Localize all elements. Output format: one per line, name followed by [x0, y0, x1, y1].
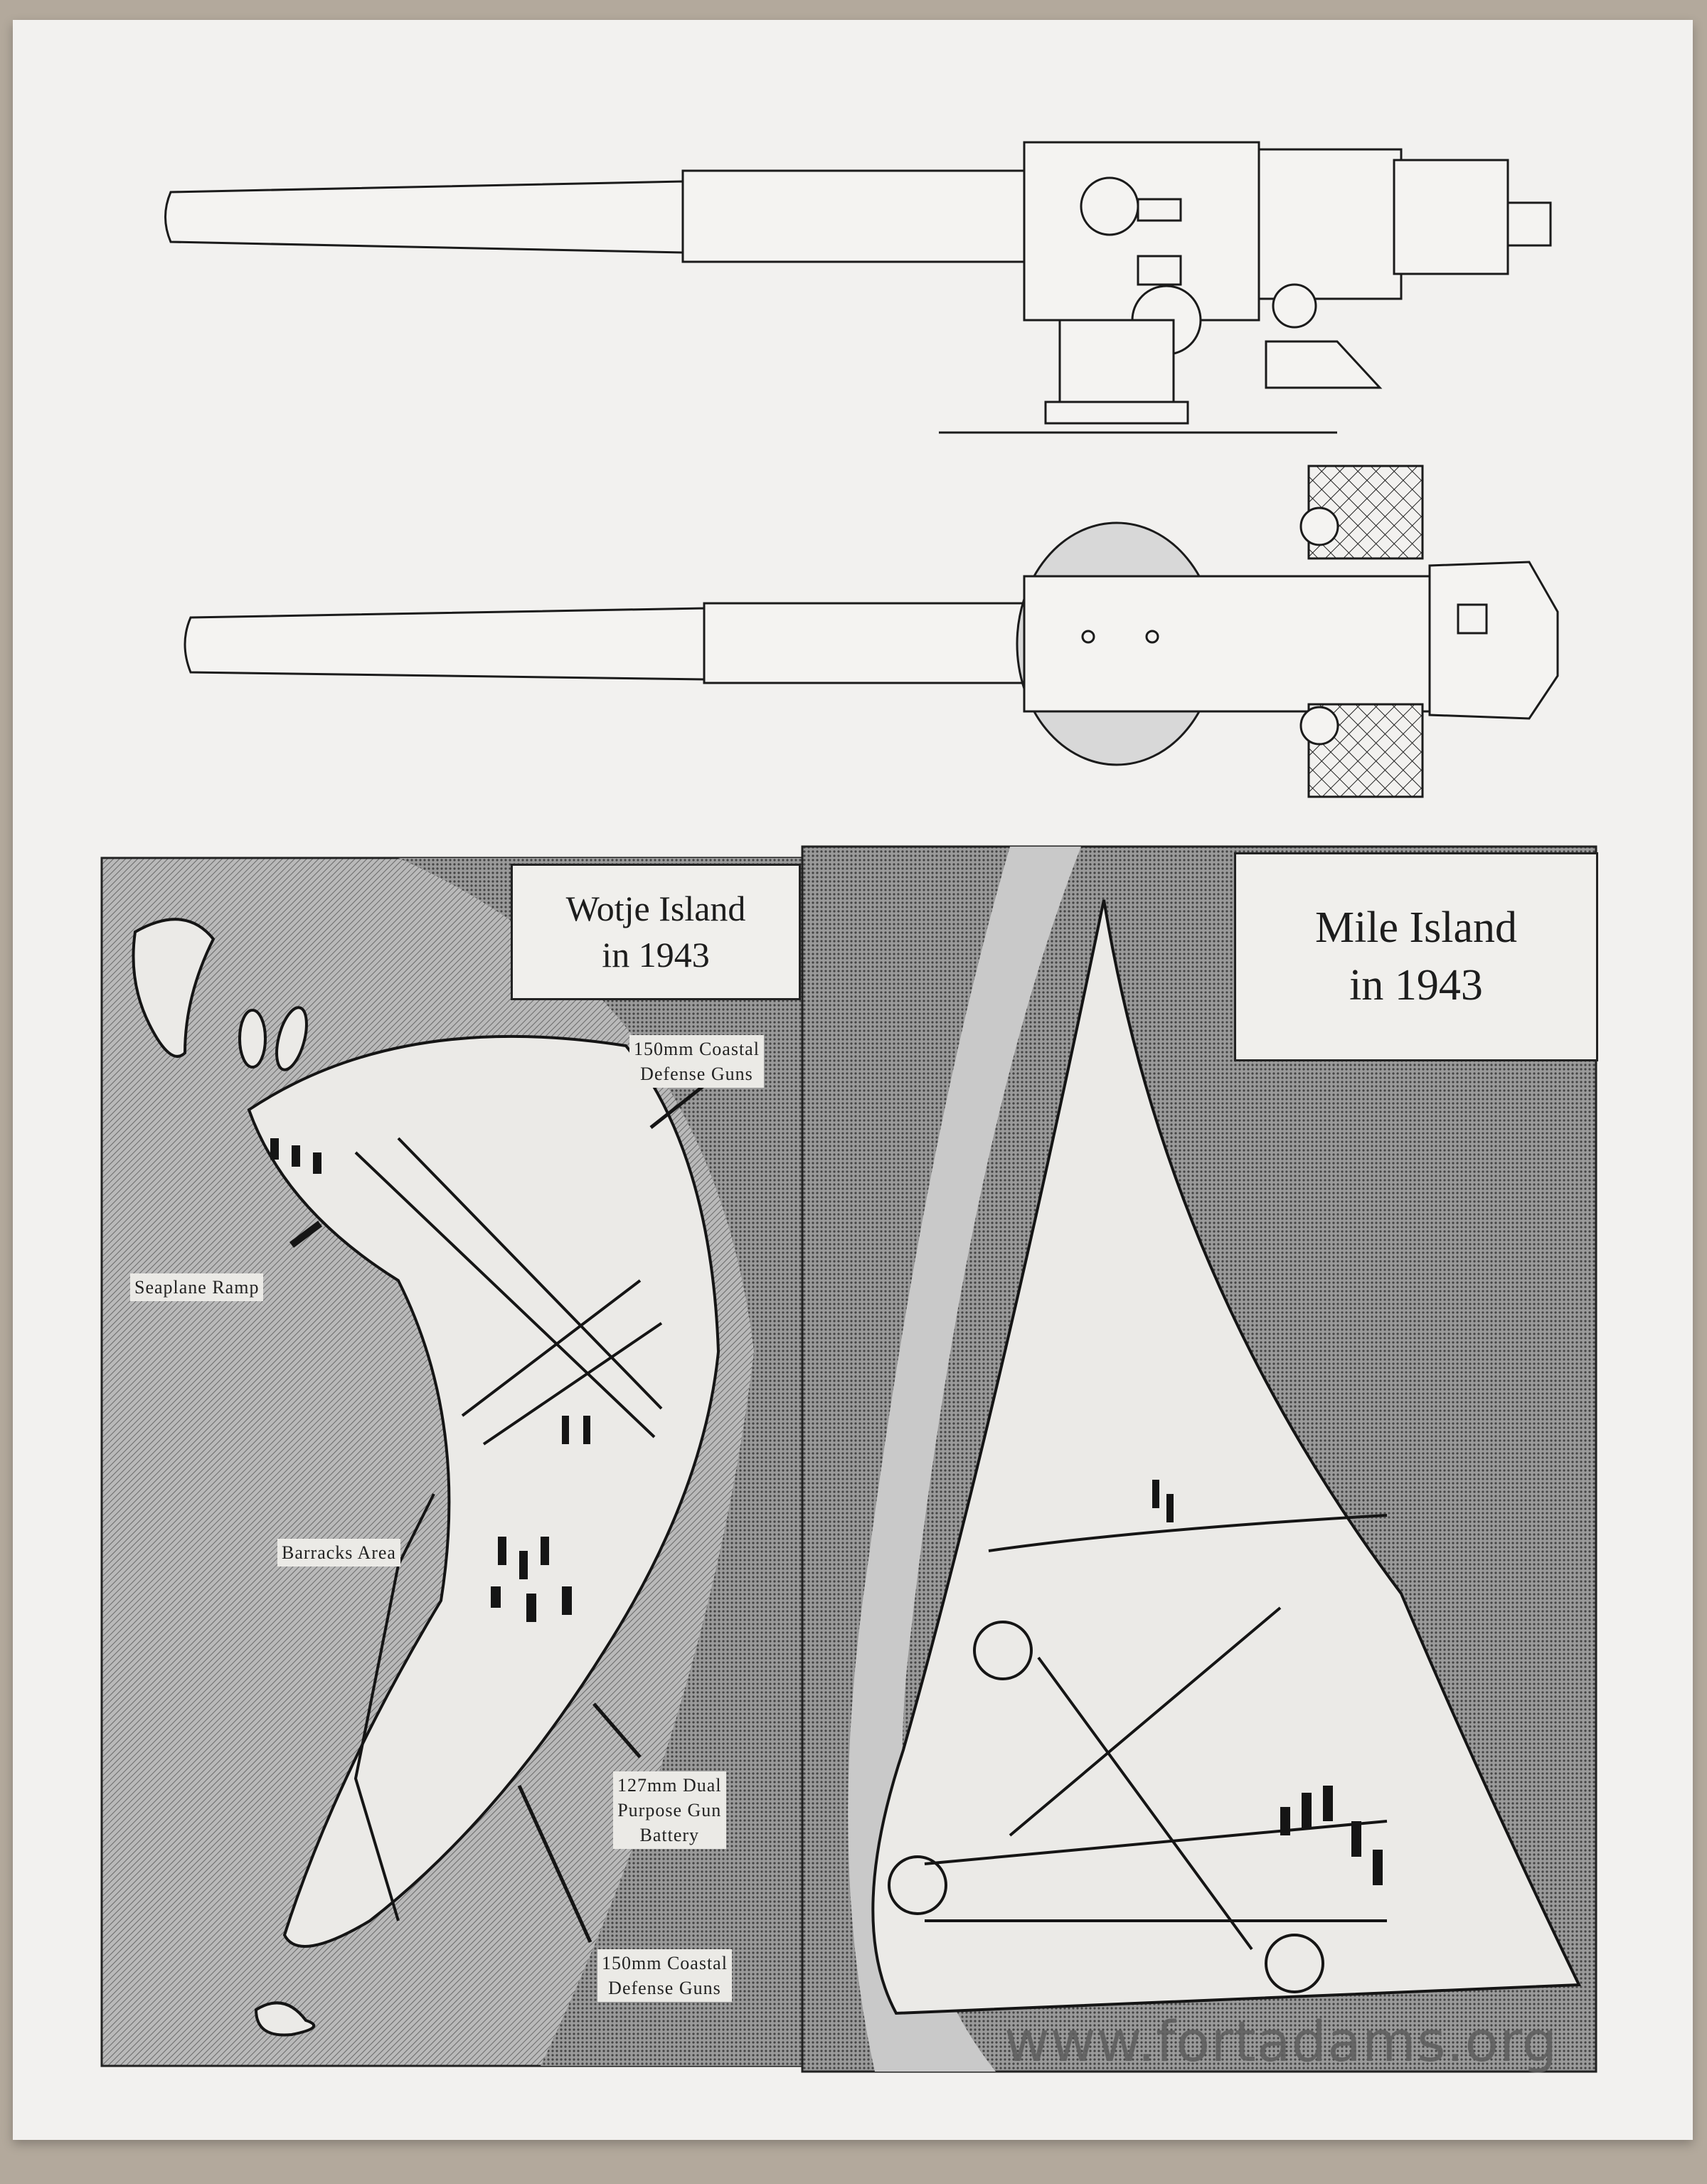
- mile-title-box: Mile Island in 1943: [1234, 852, 1598, 1061]
- label-150mm-south: 150mm Coastal Defense Guns: [597, 1949, 732, 2003]
- label-barracks-area: Barracks Area: [277, 1539, 400, 1567]
- wotje-map: [100, 857, 807, 2067]
- label-127mm-battery: 127mm Dual Purpose Gun Battery: [613, 1771, 726, 1850]
- wotje-title-box: Wotje Island in 1943: [511, 864, 801, 1000]
- gun-top-view: [184, 465, 1559, 798]
- mile-map: [801, 845, 1597, 2073]
- gun-side-view: [164, 141, 1552, 434]
- mile-title: Mile Island: [1314, 903, 1518, 953]
- label-seaplane-ramp: Seaplane Ramp: [130, 1273, 264, 1302]
- watermark: www.fortadams.org: [1004, 2010, 1558, 2074]
- mile-year: in 1943: [1349, 961, 1483, 1009]
- wotje-year: in 1943: [602, 935, 710, 975]
- wotje-title: Wotje Island: [565, 889, 746, 928]
- label-150mm-north: 150mm Coastal Defense Guns: [629, 1035, 764, 1088]
